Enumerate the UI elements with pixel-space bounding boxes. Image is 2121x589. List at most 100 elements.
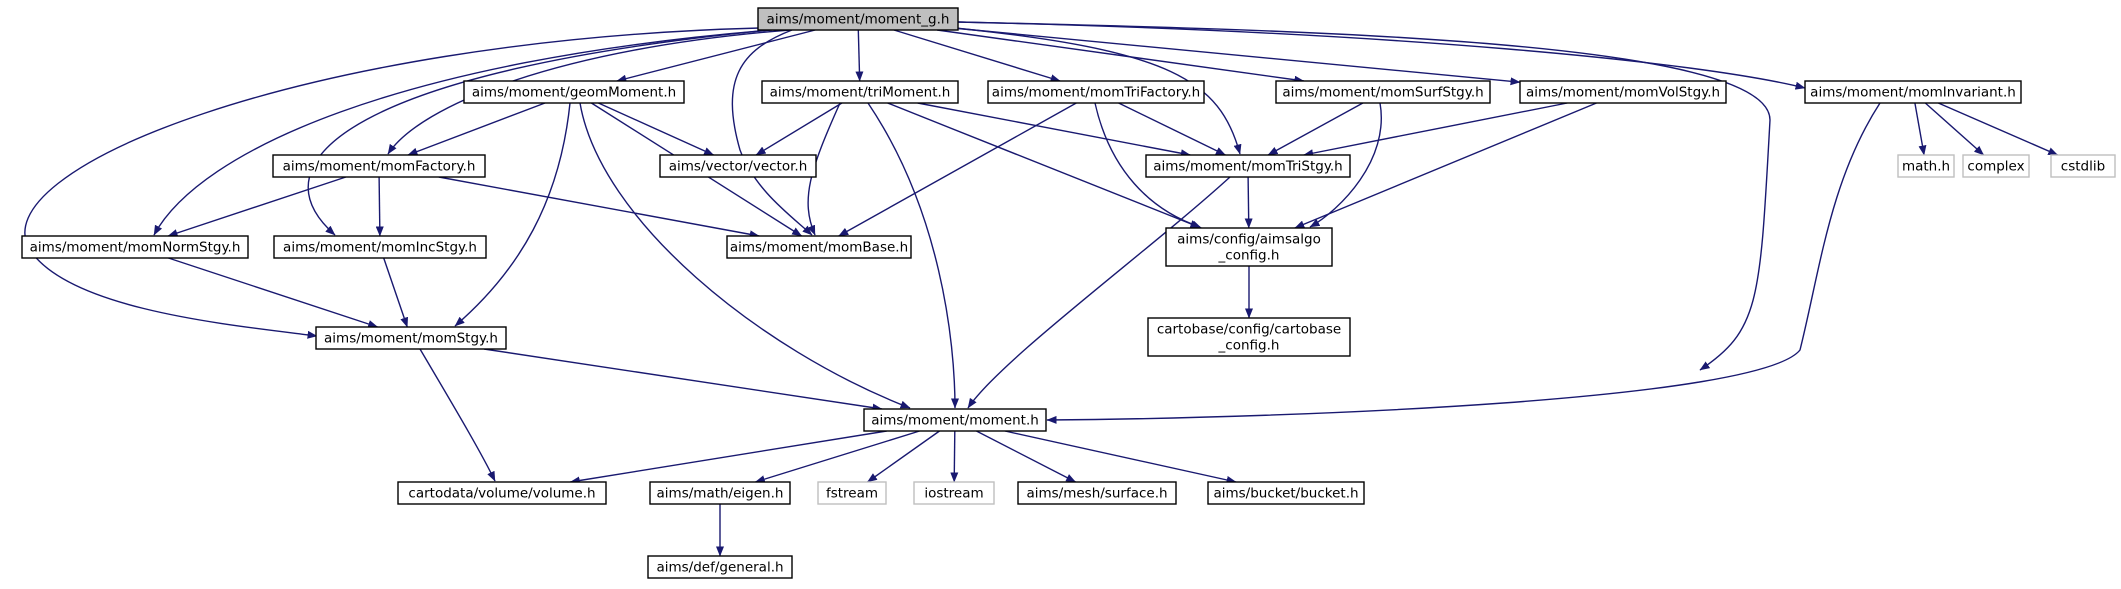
node-cartobase[interactable]: cartobase/config/cartobase_config.h (1147, 317, 1351, 357)
edge-fact-to-norm (167, 176, 347, 237)
node-label: aims/math/eigen.h (657, 486, 784, 502)
edge-tri-to-moment (867, 102, 959, 409)
node-bucket[interactable]: aims/bucket/bucket.h (1207, 481, 1365, 505)
edge-fact-to-base (438, 176, 760, 239)
node-label: aims/moment/momNormStgy.h (30, 240, 241, 256)
node-inv[interactable]: aims/moment/momInvariant.h (1804, 80, 2022, 104)
node-box (463, 80, 685, 104)
node-box (272, 154, 486, 178)
nodes-layer: aims/moment/moment_g.h aims/moment/geomMo… (21, 7, 2116, 579)
edge-root-to-inv (957, 21, 1806, 90)
node-label: aims/moment/momSurfStgy.h (1282, 85, 1483, 101)
node-label: cartodata/volume/volume.h (408, 486, 595, 502)
node-box (1017, 481, 1177, 505)
node-label: aims/moment/momVolStgy.h (1526, 85, 1720, 101)
edge-tristgy-to-aimsalgo (1244, 176, 1253, 229)
node-box (315, 326, 507, 350)
edge-arrow (438, 176, 760, 239)
node-label: aims/moment/geomMoment.h (472, 85, 676, 101)
node-box (659, 154, 817, 178)
node-norm[interactable]: aims/moment/momNormStgy.h (21, 235, 249, 259)
node-tristgy[interactable]: aims/moment/momTriStgy.h (1145, 154, 1351, 178)
edge-arrow (598, 102, 715, 156)
node-label: aims/moment/momStgy.h (324, 331, 498, 347)
edge-arrow (755, 102, 843, 156)
edge-arrow (1914, 102, 1927, 156)
node-surface[interactable]: aims/mesh/surface.h (1017, 481, 1177, 505)
node-box (761, 80, 959, 104)
edge-arrow (917, 102, 1191, 158)
edge-arrow (168, 257, 379, 328)
edge-arrow (1244, 176, 1253, 229)
node-label: iostream (924, 486, 983, 502)
edge-tri-to-base (807, 102, 841, 236)
edge-arrow (1004, 430, 1237, 484)
edge-arrow (24, 27, 761, 339)
node-box (1519, 80, 1727, 104)
edge-arrow (1303, 102, 1568, 158)
node-moment[interactable]: aims/moment/moment.h (863, 408, 1047, 432)
edge-fact-to-inc (375, 176, 384, 237)
node-root[interactable]: aims/moment/moment_g.h (757, 7, 959, 31)
edge-arrow (167, 176, 347, 237)
edge-moment-to-surface (976, 430, 1077, 483)
node-label: aims/def/general.h (656, 560, 783, 576)
node-label: _config.h (1218, 248, 1280, 264)
edge-arrow (976, 430, 1077, 483)
node-surf[interactable]: aims/moment/momSurfStgy.h (1275, 80, 1491, 104)
node-box (21, 235, 249, 259)
edge-arrow (419, 348, 496, 482)
edge-moment-to-fstream (867, 430, 940, 483)
edge-vol-to-aimsalgo (1294, 102, 1597, 229)
edge-arrow (383, 257, 409, 328)
edge-arrow (1924, 102, 1985, 156)
node-vol[interactable]: aims/moment/momVolStgy.h (1519, 80, 1727, 104)
edge-arrow (807, 102, 841, 236)
edge-geom-to-vec (598, 102, 715, 156)
node-box (1275, 80, 1491, 104)
node-aimsalgo[interactable]: aims/config/aimsalgo_config.h (1165, 227, 1333, 267)
node-label: math.h (1902, 159, 1950, 175)
node-label: aims/moment/momFactory.h (283, 159, 476, 175)
edge-arrow (867, 102, 959, 409)
node-box (817, 481, 887, 505)
edge-arrow (153, 29, 773, 236)
edge-stgy-to-moment (483, 348, 883, 412)
edge-arrow (1094, 102, 1201, 228)
node-box (273, 235, 487, 259)
node-geom[interactable]: aims/moment/geomMoment.h (463, 80, 685, 104)
edge-arrow (1938, 102, 2059, 156)
node-volume[interactable]: cartodata/volume/volume.h (397, 481, 607, 505)
node-fact[interactable]: aims/moment/momFactory.h (272, 154, 486, 178)
node-stgy[interactable]: aims/moment/momStgy.h (315, 326, 507, 350)
node-inc[interactable]: aims/moment/momIncStgy.h (273, 235, 487, 259)
node-vec[interactable]: aims/vector/vector.h (659, 154, 817, 178)
node-eigen[interactable]: aims/math/eigen.h (649, 481, 791, 505)
edge-root-to-surf (937, 29, 1305, 84)
edge-norm-to-stgy (168, 257, 379, 328)
node-label: _config.h (1218, 338, 1280, 354)
edge-trifact-to-tristgy (1118, 102, 1226, 156)
node-box (757, 7, 959, 31)
edge-arrow (887, 102, 1202, 229)
node-label: aims/bucket/bucket.h (1213, 486, 1358, 502)
edge-arrow (616, 29, 816, 83)
node-label: aims/moment/moment_g.h (767, 12, 950, 28)
node-box (1804, 80, 2022, 104)
node-label: aims/config/aimsalgo (1177, 232, 1321, 248)
node-base[interactable]: aims/moment/momBase.h (726, 235, 912, 259)
edge-arrow (967, 176, 1231, 409)
edge-arrow (407, 102, 546, 156)
edge-moment-to-volume (569, 430, 887, 485)
node-label: aims/moment/momTriStgy.h (1153, 159, 1343, 175)
node-box (1147, 317, 1351, 357)
edge-arrow (375, 176, 384, 237)
node-label: cstdlib (2061, 159, 2105, 175)
node-trifact[interactable]: aims/moment/momTriFactory.h (987, 80, 1205, 104)
edge-arrow (483, 348, 883, 412)
node-tri[interactable]: aims/moment/triMoment.h (761, 80, 959, 104)
node-general[interactable]: aims/def/general.h (647, 555, 793, 579)
edge-arrow (731, 29, 813, 236)
edge-root-to-inc (307, 29, 771, 236)
edge-moment-to-bucket (1004, 430, 1237, 484)
